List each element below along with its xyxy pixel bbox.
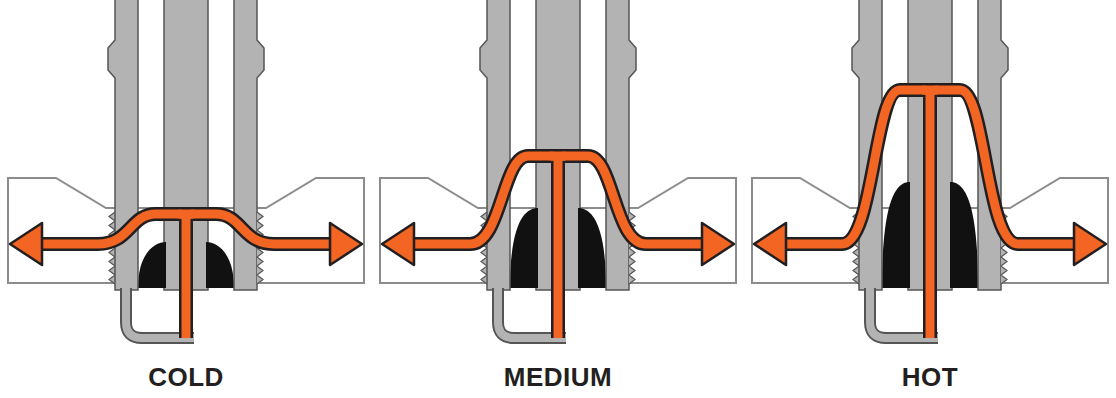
spark-plug-panel (8, 0, 364, 338)
panel-label: COLD (148, 364, 224, 390)
heat-flow-outline (922, 90, 938, 338)
heat-flow (550, 156, 566, 338)
heat-flow-arrowhead (1074, 223, 1106, 265)
plug-shell (606, 0, 636, 290)
plug-shell (480, 0, 510, 290)
panel-label: MEDIUM (504, 364, 612, 390)
heat-flow-arrowhead (10, 223, 42, 265)
insulator-nose (138, 242, 166, 288)
spark-plug-panel (752, 0, 1108, 338)
spark-plug-panel (380, 0, 736, 338)
insulator-nose (578, 208, 606, 288)
heat-flow-arrowhead (330, 223, 362, 265)
heat-flow-arrowhead (702, 223, 734, 265)
heat-flow (178, 214, 194, 338)
heat-flow-arrowhead (754, 223, 786, 265)
insulator-nose (206, 242, 234, 288)
insulator-nose (950, 182, 978, 288)
heat-flow-arrowhead (382, 223, 414, 265)
heat-flow-outline (550, 156, 566, 338)
panel-label: HOT (902, 364, 958, 390)
heat-flow (922, 90, 938, 338)
insulator-nose (882, 182, 910, 288)
insulator-nose (510, 208, 538, 288)
heat-flow-outline (178, 214, 194, 338)
